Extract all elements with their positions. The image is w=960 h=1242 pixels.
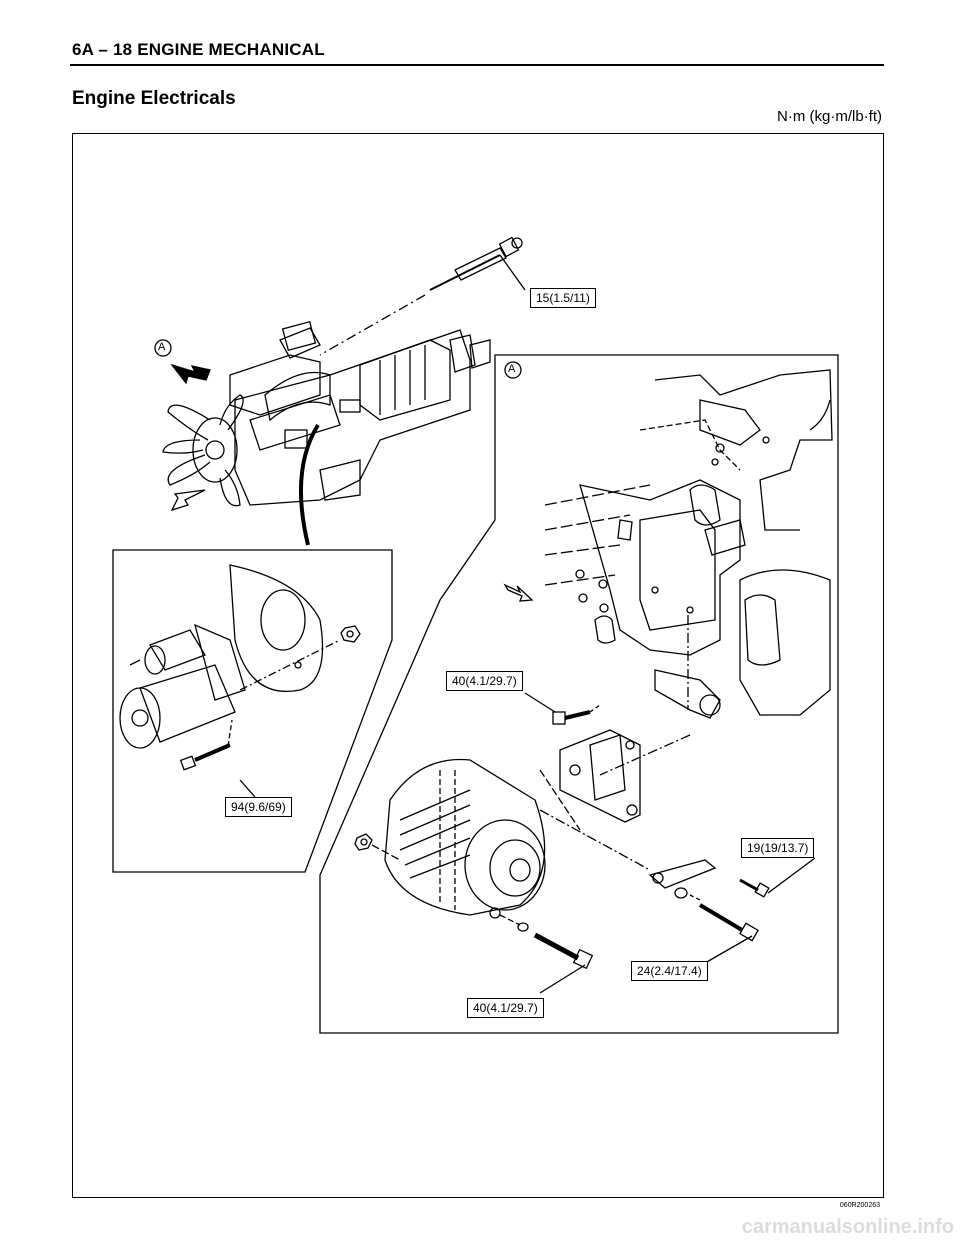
torque-units: N·m (kg·m/lb·ft) — [777, 108, 882, 125]
starter-bolt-leader — [239, 779, 256, 798]
cooling-fan — [162, 394, 244, 507]
torque-label-alt-lower-bolt: 40(4.1/29.7) — [467, 998, 544, 1018]
upper-bolt-leader — [704, 935, 753, 964]
alternator-bracket — [539, 729, 641, 831]
figure-code: 060R200263 — [839, 1202, 880, 1209]
torque-label-starter-bolt: 94(9.6/69) — [225, 797, 292, 817]
alternator-lower-bolt — [533, 932, 594, 970]
bracket-bolt-leader — [524, 692, 556, 713]
engine-block-detail — [544, 369, 833, 776]
bracket-bolt — [552, 704, 601, 725]
alternator — [354, 758, 651, 926]
page-header: 6A – 18 ENGINE MECHANICAL — [72, 40, 325, 59]
view-a-circle — [154, 339, 172, 357]
torque-label-glow-plug: 15(1.5/11) — [530, 288, 596, 308]
torque-label-adjust-bolt: 19(19/13.7) — [741, 838, 815, 858]
torque-label-alt-upper-bolt: 24(2.4/17.4) — [631, 961, 708, 981]
torque-label-bracket-bolt: 40(4.1/29.7) — [446, 671, 523, 691]
glow-plug-leader — [319, 294, 426, 356]
alternator-upper-bolt — [698, 903, 759, 942]
header-rule — [70, 64, 884, 66]
section-title: Engine Electricals — [72, 88, 236, 109]
detail-arrow-icon — [503, 583, 534, 602]
adjust-bolt — [739, 878, 770, 898]
forward-arrow-icon — [170, 489, 206, 512]
illustration-frame — [72, 133, 884, 1198]
alternator-detail-frame — [319, 354, 839, 1034]
adjust-bolt-leader — [767, 857, 816, 894]
watermark: carmanualsonline.info — [741, 1216, 954, 1238]
view-arrow-icon — [170, 363, 211, 385]
adjusting-plate — [648, 859, 717, 901]
starter-detail-frame — [112, 549, 393, 873]
lower-bolt-leader — [539, 964, 586, 994]
detail-a-circle — [504, 361, 522, 379]
engine-view — [162, 320, 491, 546]
glow-plug — [429, 236, 526, 291]
washer — [517, 922, 529, 932]
view-a-label: A — [158, 341, 166, 353]
starter-motor — [119, 564, 361, 771]
detail-a-label: A — [508, 363, 516, 375]
